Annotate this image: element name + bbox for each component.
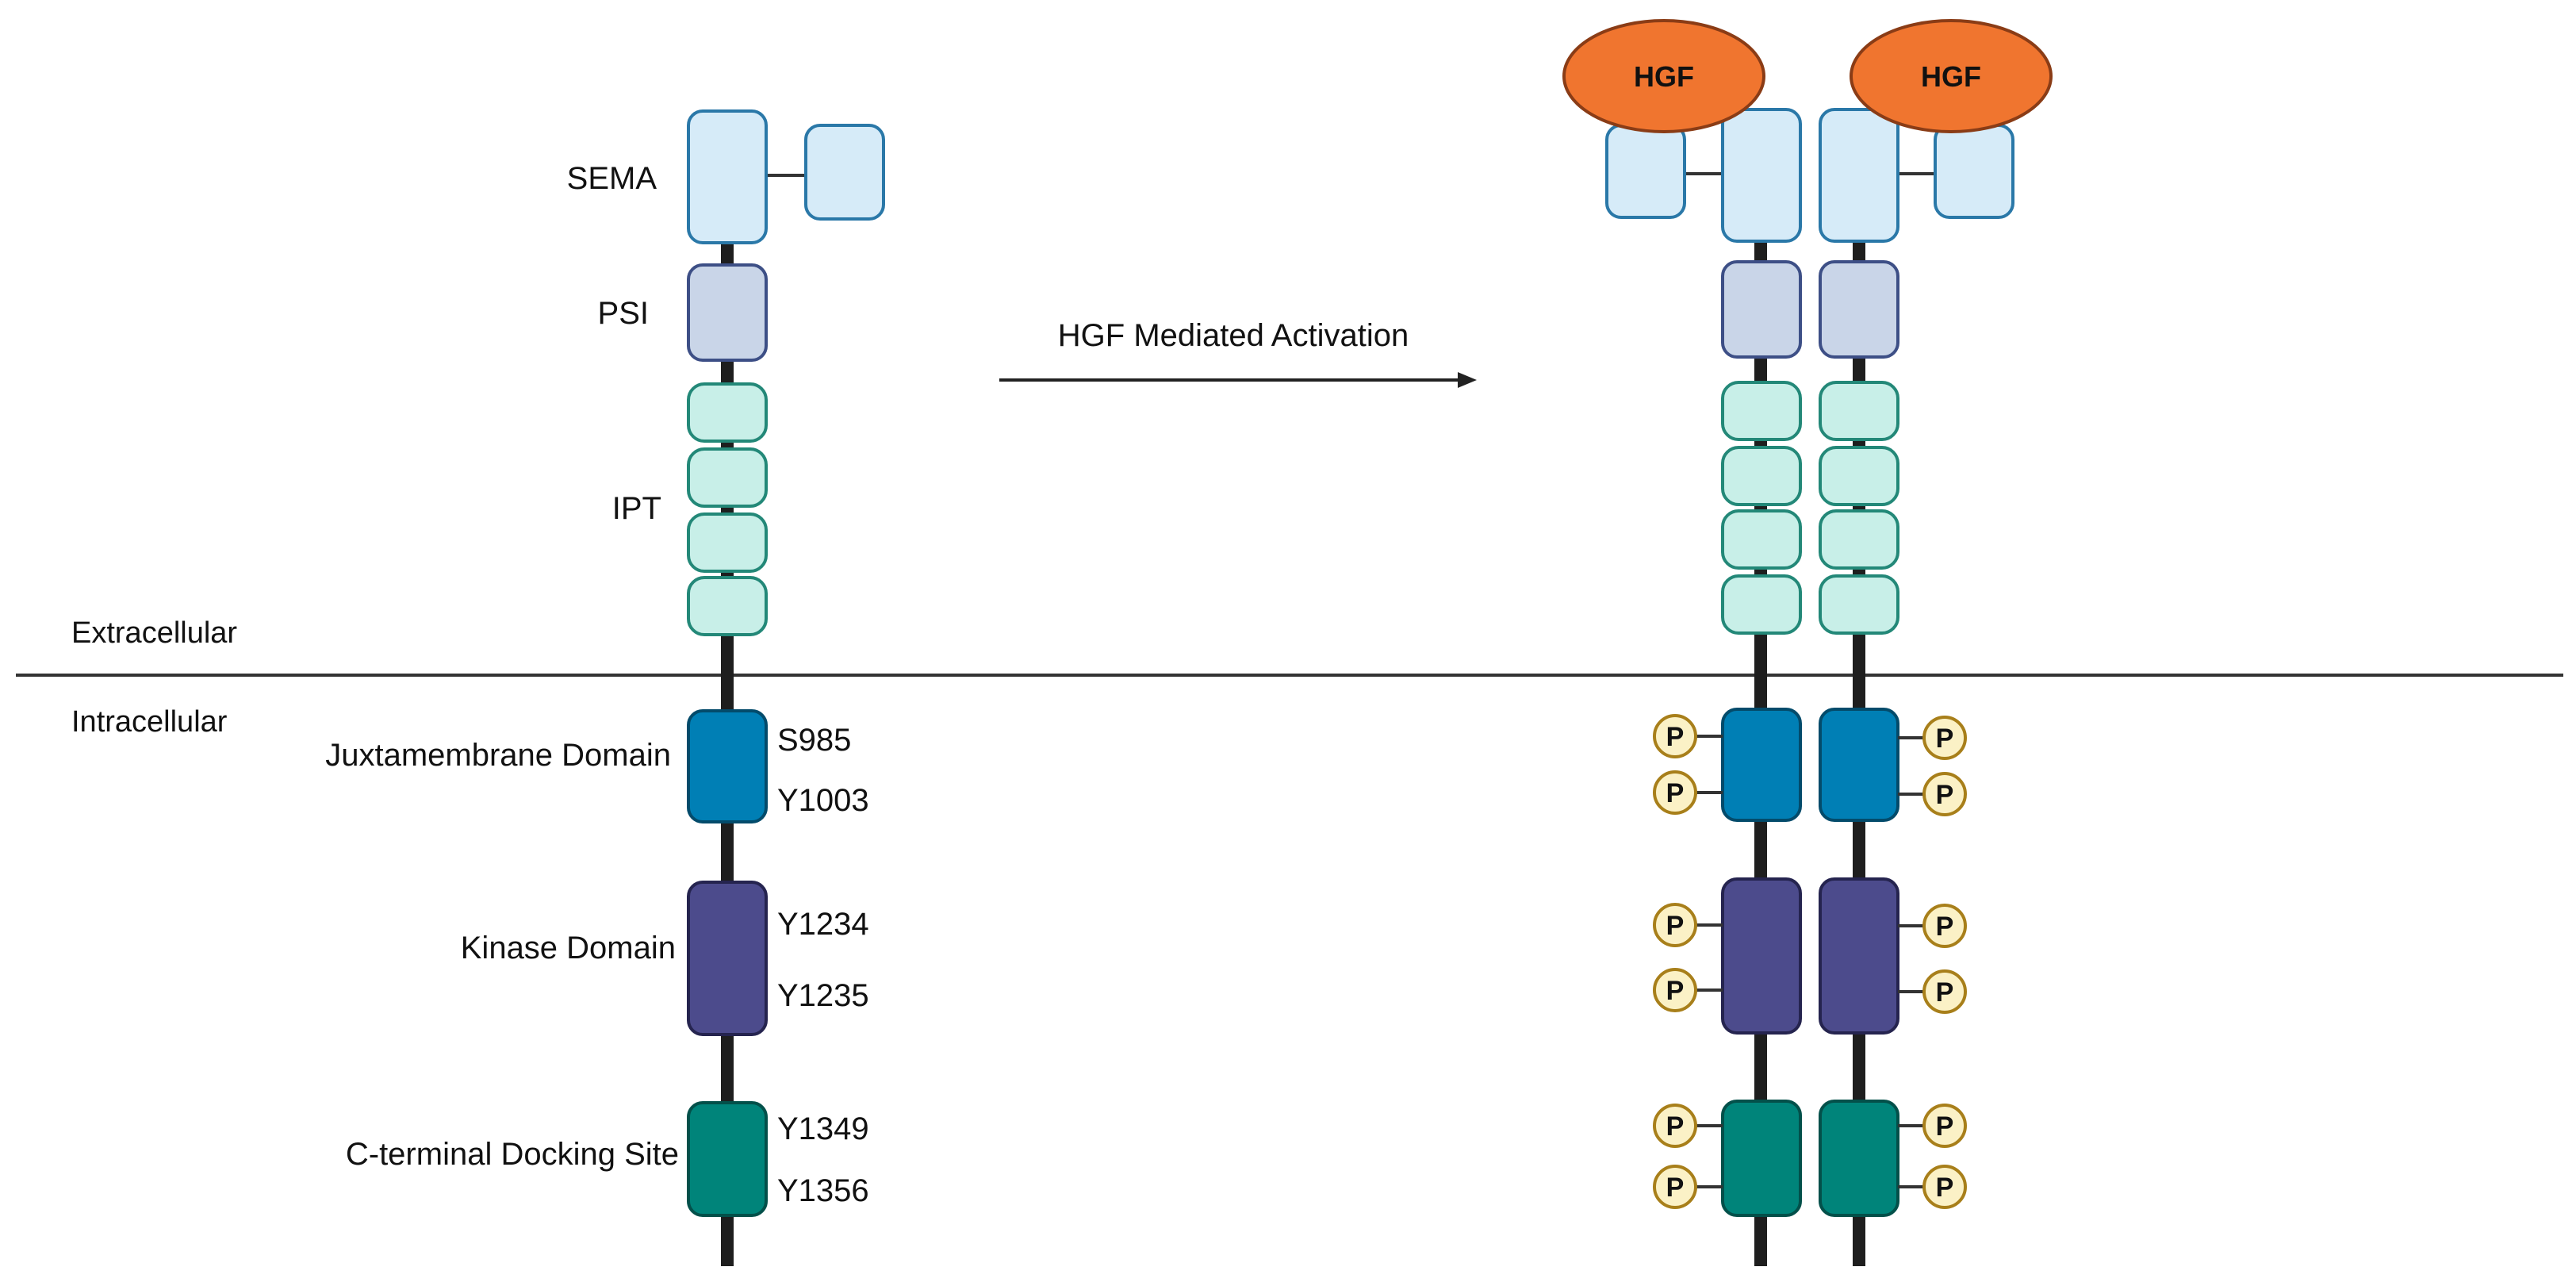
c-terminal-label: C-terminal Docking Site (346, 1137, 679, 1172)
phospho-a-y1349: P (1653, 1104, 1723, 1148)
sema-domain-main (687, 109, 768, 244)
hgf-label-b: HGF (1921, 60, 1981, 93)
phospho-icon (1922, 1165, 1967, 1209)
receptor-b-c-terminal (1819, 1100, 1899, 1217)
receptor-b-sema-side (1934, 124, 2014, 219)
hgf-ligand-a: HGF (1562, 19, 1765, 133)
phospho-a-y1234: P (1653, 903, 1723, 947)
sema-domain-side (804, 124, 885, 221)
ipt-domain-4 (687, 576, 768, 636)
receptor-a-sema-side (1605, 124, 1686, 219)
juxtamembrane-domain (687, 709, 768, 823)
activation-arrow-label: HGF Mediated Activation (1058, 318, 1409, 353)
inactive-met-receptor (687, 109, 885, 1266)
phospho-a-y1356: P (1653, 1165, 1723, 1209)
phospho-label: P (1666, 722, 1685, 752)
juxtamembrane-label: Juxtamembrane Domain (325, 738, 671, 773)
phosphates-receptor-b: P P P P P P (1898, 716, 1967, 1209)
phospho-a-s985: P (1653, 714, 1723, 758)
hgf-ligand-b: HGF (1850, 19, 2053, 133)
phosphates-receptor-a: P P P P P P (1653, 714, 1723, 1209)
kinase-label: Kinase Domain (461, 931, 676, 965)
phospho-icon (1922, 1104, 1967, 1148)
phospho-b-y1356: P (1898, 1165, 1967, 1209)
ipt-domain-2 (687, 447, 768, 508)
phospho-icon (1922, 969, 1967, 1014)
intracellular-label: Intracellular (71, 705, 228, 739)
kinase-domain (687, 881, 768, 1036)
phospho-icon (1653, 1165, 1697, 1209)
hgf-ellipse-a (1562, 19, 1765, 133)
site-y1235: Y1235 (777, 978, 869, 1013)
site-s985: S985 (777, 723, 851, 758)
phospho-b-y1003: P (1898, 772, 1967, 816)
psi-label: PSI (598, 296, 649, 331)
ipt-domain-1 (687, 382, 768, 443)
phospho-a-y1235: P (1653, 968, 1723, 1012)
phospho-label: P (1666, 1173, 1685, 1203)
receptor-b-juxtamembrane (1819, 708, 1899, 822)
ipt-domains (687, 382, 768, 636)
receptor-a-ipt-1 (1721, 381, 1802, 441)
phospho-b-y1235: P (1898, 969, 1967, 1014)
receptor-a-kinase (1721, 877, 1802, 1035)
receptor-a-c-terminal (1721, 1100, 1802, 1217)
ipt-label: IPT (612, 491, 661, 526)
hgf-ellipse-b (1850, 19, 2053, 133)
psi-domain (687, 263, 768, 362)
arrow-head (1458, 372, 1477, 388)
site-y1003: Y1003 (777, 783, 869, 818)
receptor-a-sema-main (1721, 108, 1802, 243)
sema-label: SEMA (567, 161, 657, 196)
phospho-label: P (1666, 976, 1685, 1006)
phospho-label: P (1666, 1111, 1685, 1142)
receptor-b-ipt-4 (1819, 574, 1899, 635)
active-met-receptor-a (1605, 108, 1802, 1266)
phospho-label: P (1936, 724, 1954, 754)
activation-arrow (999, 372, 1477, 388)
receptor-a-ipt-4 (1721, 574, 1802, 635)
phospho-b-y1349: P (1898, 1104, 1967, 1148)
phospho-icon (1922, 772, 1967, 816)
phospho-icon (1922, 716, 1967, 760)
phospho-label: P (1666, 778, 1685, 808)
phospho-icon (1653, 770, 1697, 815)
active-met-receptor-b (1819, 108, 2014, 1266)
phospho-label: P (1936, 1173, 1954, 1203)
receptor-b-ipt-3 (1819, 509, 1899, 570)
receptor-a-ipt-2 (1721, 446, 1802, 506)
phospho-icon (1922, 904, 1967, 948)
receptor-b-psi (1819, 260, 1899, 359)
phospho-icon (1653, 714, 1697, 758)
receptor-a-psi (1721, 260, 1802, 359)
c-terminal-docking-site (687, 1101, 768, 1217)
phospho-label: P (1666, 911, 1685, 941)
receptor-b-ipt-2 (1819, 446, 1899, 506)
phospho-b-y1234: P (1898, 904, 1967, 948)
phospho-icon (1653, 903, 1697, 947)
receptor-b-sema-main (1819, 108, 1899, 243)
phospho-b-s985: P (1898, 716, 1967, 760)
receptor-a-juxtamembrane (1721, 708, 1802, 822)
site-y1234: Y1234 (777, 907, 869, 942)
phospho-icon (1653, 968, 1697, 1012)
hgf-label-a: HGF (1634, 60, 1694, 93)
receptor-b-kinase (1819, 877, 1899, 1035)
phospho-label: P (1936, 977, 1954, 1008)
site-y1349: Y1349 (777, 1111, 869, 1146)
receptor-b-ipt-1 (1819, 381, 1899, 441)
sema-domain (687, 109, 885, 244)
phospho-label: P (1936, 1111, 1954, 1142)
extracellular-label: Extracellular (71, 616, 237, 650)
phospho-label: P (1936, 780, 1954, 810)
phospho-a-y1003: P (1653, 770, 1723, 815)
site-y1356: Y1356 (777, 1173, 869, 1208)
ipt-domain-3 (687, 512, 768, 573)
receptor-a-ipt-3 (1721, 509, 1802, 570)
phospho-icon (1653, 1104, 1697, 1148)
phospho-label: P (1936, 912, 1954, 942)
